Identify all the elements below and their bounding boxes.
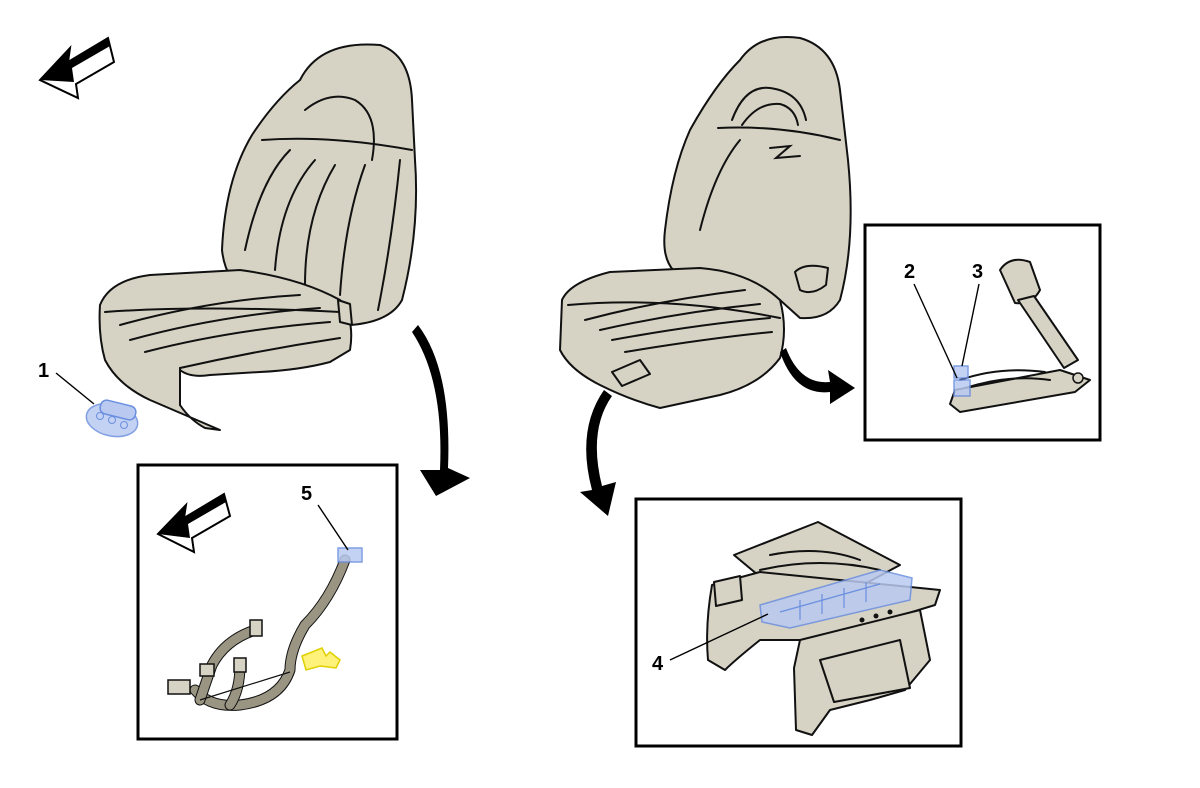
direction-arrow-icon: [38, 36, 116, 100]
right-seat: [559, 36, 852, 409]
leader-line-4: [669, 613, 769, 661]
wiring-harness-part[interactable]: [167, 554, 351, 711]
left-seat: [98, 43, 418, 431]
curved-pointer-arrow-icon-lower-right: [580, 390, 616, 516]
seat-module-part[interactable]: [759, 569, 913, 629]
leader-line-5: [317, 504, 349, 551]
leader-line-1: [55, 372, 95, 405]
harness-connector-part[interactable]: [337, 547, 363, 563]
leader-line-3: [961, 283, 980, 367]
callout-4: 4: [652, 653, 664, 675]
curved-pointer-arrow-icon-left: [412, 325, 470, 496]
leader-line-2: [913, 283, 958, 379]
callout-3: 3: [972, 261, 983, 283]
inset-direction-arrow-icon: [156, 492, 232, 554]
callout-1: 1: [38, 360, 49, 382]
yellow-connector-highlight: [301, 647, 341, 671]
callout-5: 5: [301, 483, 312, 505]
seat-track-part: [949, 258, 1091, 413]
curved-pointer-arrow-icon-upper-right: [780, 348, 855, 404]
switch-connector-part-2[interactable]: [953, 379, 971, 397]
callout-2: 2: [904, 261, 915, 283]
seat-switch-part[interactable]: [83, 399, 141, 441]
